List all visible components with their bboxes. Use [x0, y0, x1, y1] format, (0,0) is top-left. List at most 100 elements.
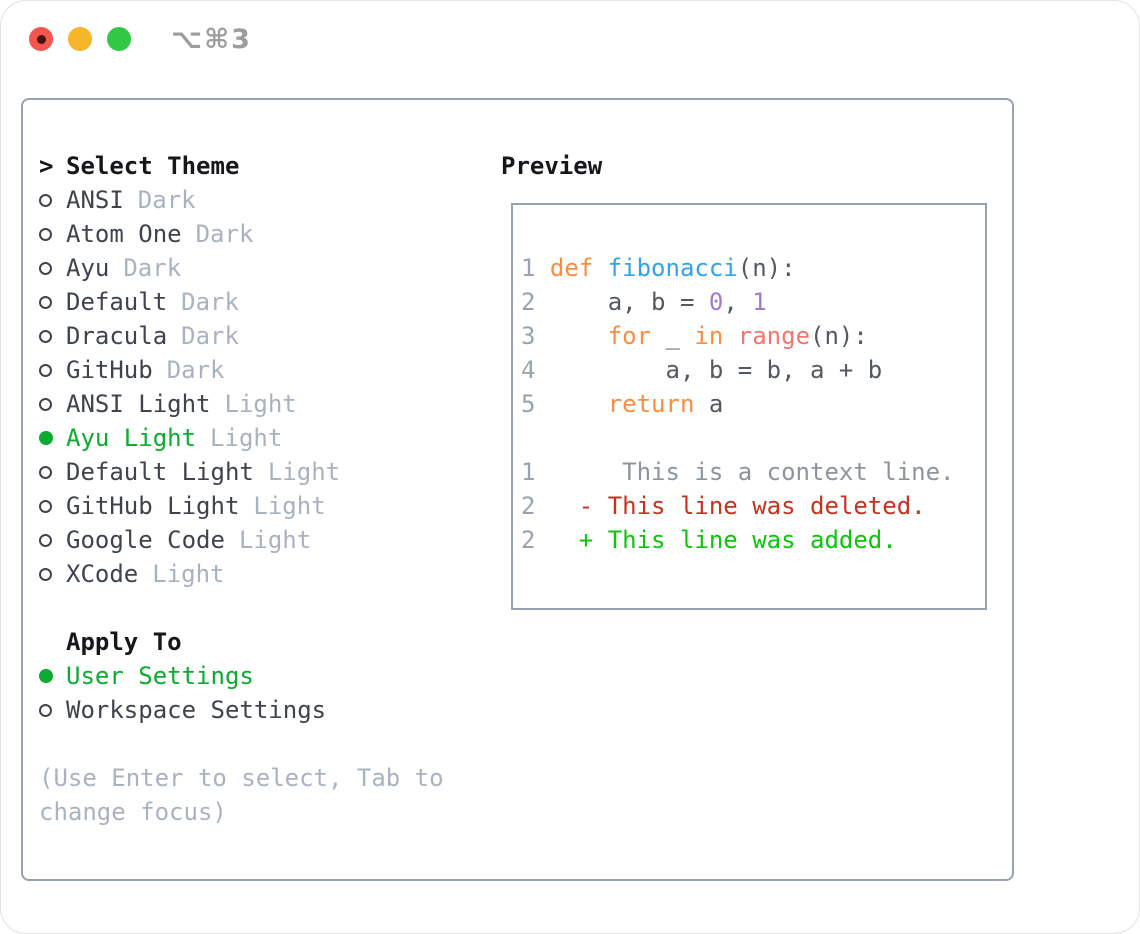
theme-variant-badge: Dark: [137, 186, 196, 214]
code-line-segments: 2 + This line was added.: [521, 526, 897, 554]
code-line: 5 return a: [521, 387, 979, 421]
theme-option[interactable]: Default Light Light: [39, 455, 509, 489]
code-line: 2 + This line was added.: [521, 523, 979, 557]
minimize-button[interactable]: [68, 27, 92, 51]
theme-name: GitHub Light: [66, 492, 240, 520]
code-line: 1 This is a context line.: [521, 455, 979, 489]
apply-to-label: Workspace Settings: [66, 696, 327, 724]
radio-icon: [39, 431, 53, 445]
theme-picker-panel: > Select Theme ANSI Dark Atom One Dark: [21, 98, 1014, 881]
radio-icon: [39, 669, 53, 683]
radio-marker: [39, 261, 66, 275]
radio-marker: [39, 431, 66, 445]
theme-option[interactable]: ANSI Light Light: [39, 387, 509, 421]
apply-to-label: User Settings: [66, 662, 254, 690]
code-line: 3 for _ in range(n):: [521, 319, 979, 353]
theme-name: GitHub: [66, 356, 153, 384]
code-line: [521, 421, 979, 455]
theme-variant-badge: Light: [238, 526, 312, 554]
theme-name: XCode: [66, 560, 139, 588]
radio-marker: [39, 567, 66, 581]
radio-icon: [39, 227, 52, 241]
radio-marker: [39, 193, 66, 207]
apply-to-option[interactable]: Workspace Settings: [39, 693, 509, 727]
theme-name: Default Light: [66, 458, 254, 486]
theme-option[interactable]: GitHub Dark: [39, 353, 509, 387]
theme-name: Google Code: [66, 526, 225, 554]
theme-picker-column: > Select Theme ANSI Dark Atom One Dark: [39, 149, 509, 829]
theme-option[interactable]: Google Code Light: [39, 523, 509, 557]
theme-option[interactable]: Atom One Dark: [39, 217, 509, 251]
theme-option[interactable]: XCode Light: [39, 557, 509, 591]
code-line: 1 def fibonacci(n):: [521, 251, 979, 285]
titlebar: ⌥⌘3: [1, 1, 1139, 71]
radio-marker: [39, 533, 66, 547]
theme-variant-badge: Light: [253, 492, 326, 520]
apply-to-option[interactable]: User Settings: [39, 659, 509, 693]
theme-option[interactable]: GitHub Light Light: [39, 489, 509, 523]
radio-icon: [39, 295, 52, 309]
radio-marker: [39, 669, 66, 683]
theme-name: ANSI Light: [66, 390, 211, 418]
zoom-button[interactable]: [107, 27, 131, 51]
radio-icon: [39, 499, 52, 513]
radio-icon: [39, 533, 52, 547]
focus-prompt-icon: >: [39, 152, 54, 180]
radio-icon: [39, 261, 52, 275]
radio-icon: [39, 193, 52, 207]
radio-icon: [39, 703, 52, 717]
theme-name: ANSI: [66, 186, 124, 214]
theme-name: Default: [66, 288, 168, 316]
code-line-segments: 1 def fibonacci(n):: [521, 254, 796, 282]
radio-icon: [39, 329, 52, 343]
theme-option[interactable]: Dracula Dark: [39, 319, 509, 353]
radio-marker: [39, 703, 66, 717]
theme-name: Ayu: [66, 254, 110, 282]
radio-marker: [39, 295, 66, 309]
theme-variant-badge: Dark: [123, 254, 182, 282]
theme-variant-badge: Light: [224, 390, 297, 418]
theme-option[interactable]: Ayu Dark: [39, 251, 509, 285]
theme-list: ANSI Dark Atom One Dark Ayu Dark: [39, 183, 509, 591]
theme-option[interactable]: Default Dark: [39, 285, 509, 319]
spacer: [39, 591, 509, 625]
theme-name: Atom One: [66, 220, 182, 248]
theme-option[interactable]: Ayu Light Light: [39, 421, 509, 455]
code-line: 2 - This line was deleted.: [521, 489, 979, 523]
code-line-segments: 3 for _ in range(n):: [521, 322, 868, 350]
theme-variant-badge: Dark: [181, 322, 239, 350]
apply-to-heading: Apply To: [66, 628, 182, 656]
code-line-segments: 1 This is a context line.: [521, 458, 955, 486]
radio-icon: [39, 363, 52, 377]
keyboard-hint-text: (Use Enter to select, Tab to change focu…: [39, 764, 444, 826]
theme-name: Dracula: [66, 322, 168, 350]
code-preview: 1 def fibonacci(n): 2 a, b = 0, 1 3 for …: [521, 251, 979, 557]
theme-variant-badge: Dark: [181, 288, 239, 316]
code-line: 2 a, b = 0, 1: [521, 285, 979, 319]
select-theme-heading: Select Theme: [66, 152, 240, 180]
theme-name: Ayu Light: [66, 424, 197, 452]
preview-header-row: Preview: [501, 149, 602, 183]
radio-marker: [39, 227, 66, 241]
apply-to-header-row: Apply To: [39, 625, 509, 659]
theme-option[interactable]: ANSI Dark: [39, 183, 509, 217]
radio-marker: [39, 363, 66, 377]
theme-variant-badge: Dark: [166, 356, 225, 384]
radio-marker: [39, 397, 66, 411]
code-line-segments: 5 return a: [521, 390, 724, 418]
theme-variant-badge: Dark: [195, 220, 254, 248]
close-button[interactable]: [29, 27, 53, 51]
radio-icon: [39, 465, 52, 479]
traffic-lights: [29, 27, 131, 51]
preview-column: Preview: [501, 149, 602, 183]
code-line-segments: 2 - This line was deleted.: [521, 492, 926, 520]
theme-variant-badge: Light: [210, 424, 283, 452]
spacer: [39, 727, 509, 761]
theme-variant-badge: Light: [152, 560, 225, 588]
apply-to-list: User Settings Workspace Settings: [39, 659, 509, 727]
code-line-segments: 2 a, b = 0, 1: [521, 288, 767, 316]
select-theme-header-row: > Select Theme: [39, 149, 509, 183]
record-dot-icon: [36, 34, 46, 44]
code-line: 4 a, b = b, a + b: [521, 353, 979, 387]
